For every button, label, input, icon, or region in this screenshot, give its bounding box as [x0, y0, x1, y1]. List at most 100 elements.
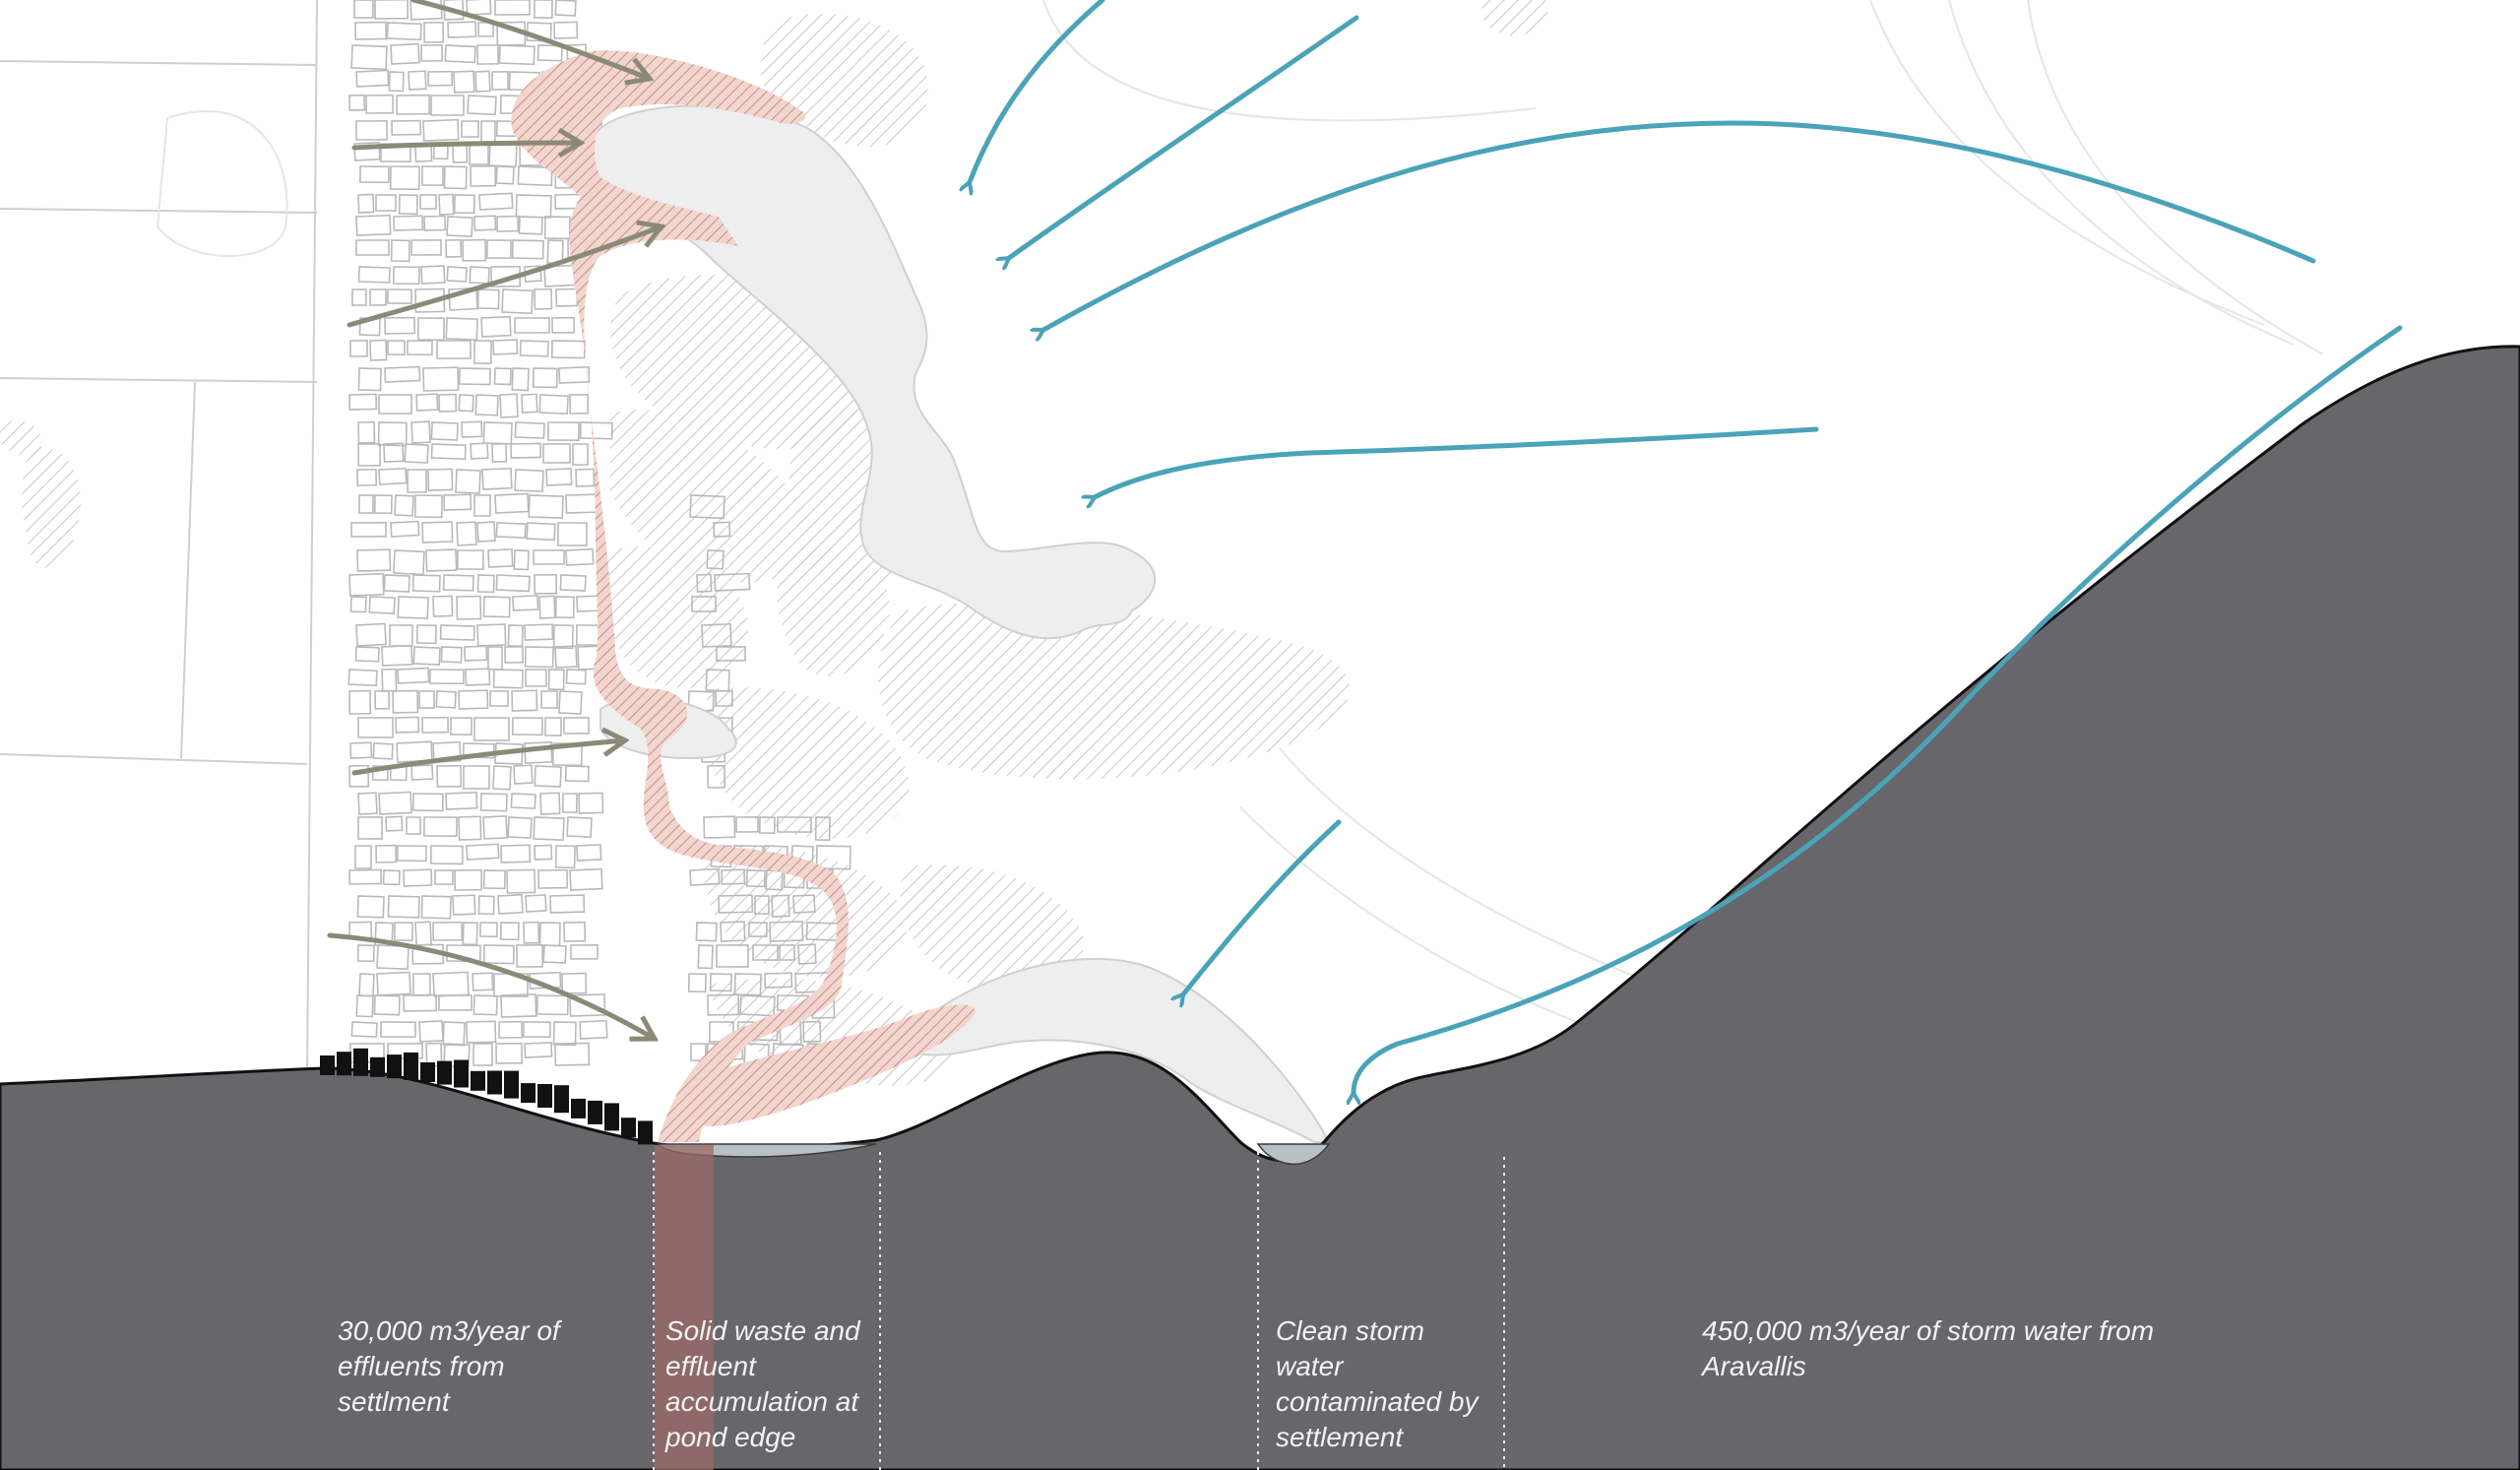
building-outline [489, 690, 509, 707]
building-outline [378, 791, 412, 815]
building-outline [413, 494, 443, 519]
building-outline [550, 340, 586, 359]
settlement-elevation-blocks [320, 1048, 653, 1145]
building-outline [371, 765, 389, 782]
building-outline [554, 0, 577, 17]
building-outline [419, 194, 437, 210]
building-outline [495, 165, 515, 185]
elevation-block [621, 1118, 636, 1138]
building-outline [348, 764, 370, 788]
building-outline [381, 668, 398, 692]
building-outline [497, 893, 524, 915]
building-outline [392, 689, 419, 714]
building-outline [397, 596, 429, 619]
elevation-block [487, 1070, 502, 1095]
building-outline [554, 1042, 591, 1066]
storm-water-arrow [1354, 325, 2403, 1093]
building-outline [551, 316, 576, 334]
building-outline [506, 868, 536, 894]
building-outline [482, 596, 511, 618]
building-outline [721, 868, 746, 885]
building-outline [476, 623, 507, 647]
building-outline [374, 689, 391, 710]
caption-storm-water-aravallis: 450,000 m3/year of storm water from Arav… [1702, 1315, 2155, 1381]
building-outline [554, 845, 576, 869]
building-outline [386, 22, 422, 41]
building-outline [533, 816, 565, 842]
building-outline [532, 367, 558, 389]
building-outline [420, 43, 443, 62]
effluent-arrows [327, 0, 662, 1039]
building-outline [372, 742, 394, 760]
building-outline [377, 421, 408, 447]
building-outline [353, 141, 381, 161]
building-outline [476, 574, 495, 594]
building-outline [478, 192, 514, 211]
building-outline [376, 971, 411, 996]
building-outline [500, 993, 537, 1018]
building-outline [542, 944, 567, 964]
building-outline [714, 572, 751, 592]
building-outline [384, 316, 416, 335]
building-outline [470, 442, 489, 460]
building-outline [440, 646, 463, 664]
building-outline [479, 922, 498, 937]
building-outline [814, 816, 831, 842]
building-outline [412, 973, 431, 996]
building-outline [514, 469, 544, 493]
elevation-block [370, 1056, 385, 1077]
building-outline [487, 646, 503, 671]
building-outline [494, 492, 530, 514]
building-outline [496, 215, 520, 232]
elevation-block [588, 1100, 602, 1124]
building-outline [752, 944, 779, 961]
building-outline [526, 522, 556, 542]
elevation-block [454, 1059, 469, 1088]
building-outline [445, 317, 478, 341]
building-outline [480, 120, 496, 145]
building-outline [427, 70, 454, 87]
building-outline [691, 596, 717, 612]
building-outline [536, 44, 563, 62]
elevation-block [471, 1070, 485, 1091]
building-outline [407, 469, 427, 493]
building-outline [510, 793, 536, 809]
zone-divider-lines [653, 1152, 1505, 1470]
building-outline [559, 574, 587, 592]
building-outline [523, 1021, 551, 1039]
building-outline [558, 366, 591, 384]
building-outline [690, 1043, 707, 1061]
building-outline [473, 494, 491, 517]
building-outline [467, 95, 497, 116]
building-outline [802, 1020, 822, 1043]
building-outline [461, 120, 479, 138]
building-outline [390, 42, 420, 65]
building-outline [355, 120, 388, 141]
building-outline [715, 690, 733, 707]
building-outline [512, 717, 543, 736]
caption-clean-storm-water: Clean storm water contaminated by settle… [1276, 1315, 1479, 1452]
building-outline [453, 70, 475, 94]
building-outline [430, 421, 459, 441]
building-outline [534, 0, 553, 19]
building-outline [404, 443, 429, 464]
building-outline [718, 894, 754, 914]
elevation-block [638, 1120, 653, 1145]
building-outline [418, 1020, 444, 1043]
building-outline [387, 895, 420, 919]
building-outline [538, 922, 561, 947]
building-outline [410, 420, 431, 444]
building-outline [579, 1019, 608, 1040]
building-outline [517, 165, 553, 187]
building-outline [348, 689, 372, 715]
building-outline [388, 71, 405, 93]
building-outline [443, 493, 472, 511]
building-outline [369, 288, 387, 306]
caption-effluents-settlement: 30,000 m3/year of effluents from settlme… [338, 1315, 560, 1417]
building-outline [455, 469, 481, 494]
building-outline [359, 165, 390, 184]
building-outline [466, 0, 492, 16]
effluent-flow-path [511, 50, 976, 1143]
building-outline [493, 367, 512, 386]
